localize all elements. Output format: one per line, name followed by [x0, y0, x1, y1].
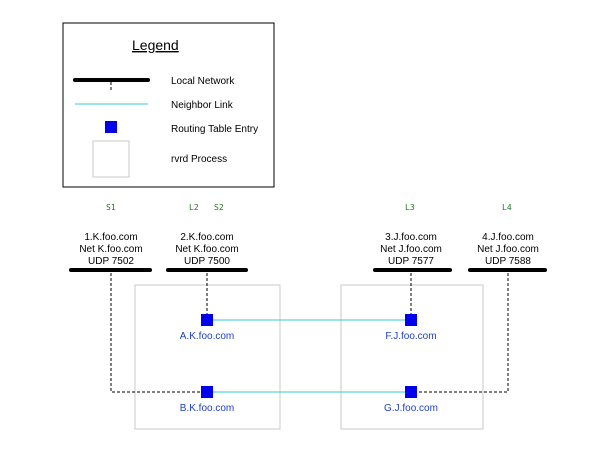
network-1: 1.K.foo.com Net K.foo.com UDP 7502: [69, 232, 152, 272]
network-3: 3.J.foo.com Net J.foo.com UDP 7577: [373, 232, 452, 272]
router-label-a: A.K.foo.com: [180, 331, 234, 342]
routing-entry-a: [201, 314, 213, 326]
network-2-port: UDP 7500: [184, 256, 230, 267]
tag-l2: L2: [189, 203, 199, 212]
routing-entry-b: [201, 386, 213, 398]
network-3-host: 3.J.foo.com: [385, 232, 437, 243]
router-label-g: G.J.foo.com: [384, 403, 438, 414]
router-label-f: F.J.foo.com: [385, 331, 436, 342]
tag-s2: S2: [214, 203, 224, 212]
legend-neighbor-link-label: Neighbor Link: [171, 100, 234, 111]
legend-routing-entry-square: [105, 121, 117, 133]
network-2-host: 2.K.foo.com: [180, 232, 233, 243]
legend-process-box: [92, 140, 130, 178]
network-4-net: Net J.foo.com: [477, 244, 539, 255]
network-1-net: Net K.foo.com: [79, 244, 142, 255]
network-3-net: Net J.foo.com: [380, 244, 442, 255]
network-1-port: UDP 7502: [88, 256, 134, 267]
tag-l4: L4: [502, 203, 512, 212]
process-box-j: [340, 284, 484, 430]
routing-entry-f: [405, 314, 417, 326]
routing-entry-g: [405, 386, 417, 398]
tag-l3: L3: [405, 203, 415, 212]
network-4: 4.J.foo.com Net J.foo.com UDP 7588: [468, 232, 547, 272]
router-label-b: B.K.foo.com: [180, 403, 234, 414]
network-3-port: UDP 7577: [388, 256, 434, 267]
tag-s1: S1: [106, 203, 116, 212]
network-4-host: 4.J.foo.com: [482, 232, 534, 243]
legend-process-label: rvrd Process: [171, 154, 227, 165]
legend-local-network-label: Local Network: [171, 76, 235, 87]
network-2: 2.K.foo.com Net K.foo.com UDP 7500: [166, 232, 248, 272]
legend-title: Legend: [132, 37, 179, 53]
network-2-net: Net K.foo.com: [175, 244, 238, 255]
network-1-host: 1.K.foo.com: [84, 232, 137, 243]
legend: Legend Local Network Neighbor Link Routi…: [62, 22, 275, 188]
network-4-port: UDP 7588: [485, 256, 531, 267]
legend-routing-entry-label: Routing Table Entry: [171, 124, 258, 135]
